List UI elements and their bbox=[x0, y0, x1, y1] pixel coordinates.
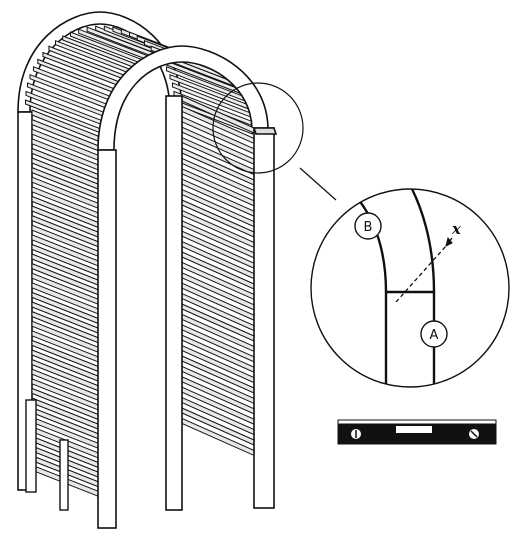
callout bbox=[212, 82, 510, 388]
label-b: B bbox=[364, 220, 373, 235]
detail-curve-right bbox=[399, 189, 436, 387]
label-b-badge: B bbox=[354, 212, 382, 240]
rear-legs bbox=[25, 399, 69, 511]
cut-line bbox=[395, 245, 447, 303]
level-bubble-vial bbox=[396, 426, 432, 433]
front-left-post bbox=[97, 149, 117, 529]
small-focus-circle bbox=[212, 82, 304, 174]
front-right-post bbox=[253, 127, 275, 509]
rear-slat-panel bbox=[31, 109, 99, 497]
x-label: x bbox=[451, 220, 462, 238]
front-posts bbox=[97, 95, 278, 529]
label-a: A bbox=[430, 328, 439, 343]
rear-left-post bbox=[17, 111, 33, 491]
x-arrow bbox=[445, 236, 453, 247]
front-slat-panel bbox=[181, 95, 255, 457]
level-edge bbox=[337, 419, 497, 425]
leader-line bbox=[299, 167, 337, 201]
detail-circle bbox=[310, 188, 510, 388]
spirit-level bbox=[337, 419, 497, 445]
middle-post bbox=[165, 95, 183, 511]
label-a-badge: A bbox=[420, 320, 448, 348]
